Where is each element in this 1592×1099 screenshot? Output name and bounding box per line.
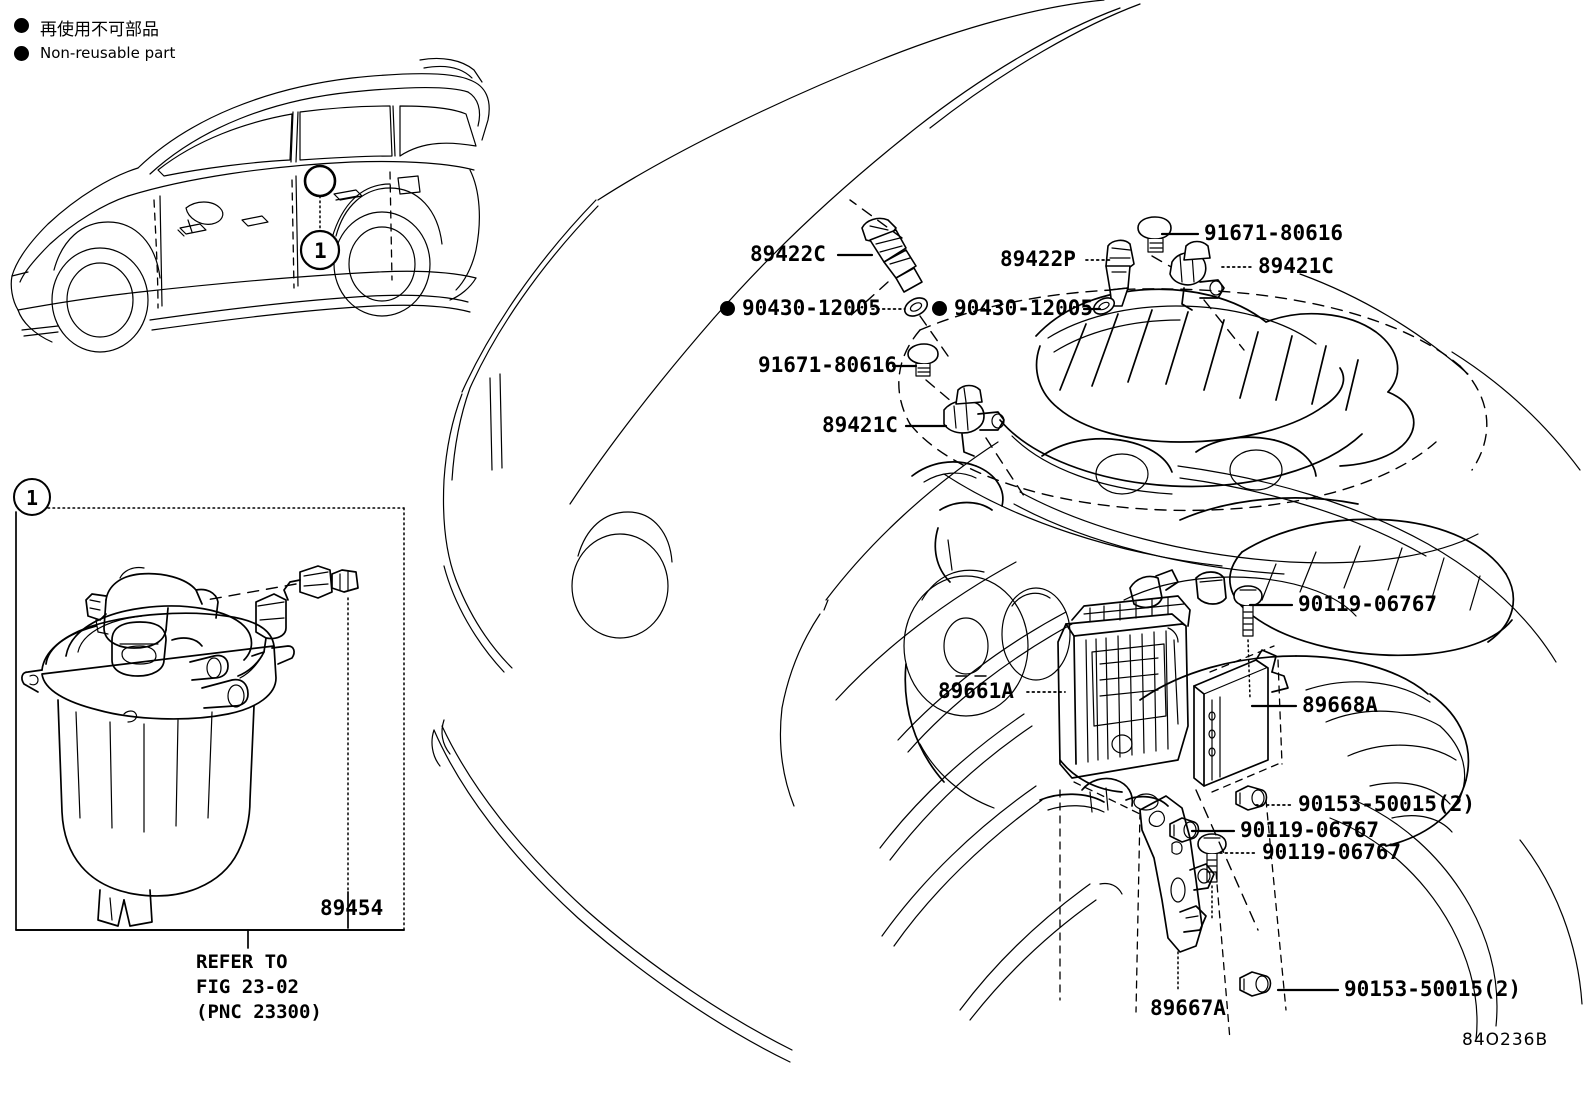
inset-part-number[interactable]: 89454 [320,896,384,920]
legend-english: Non-reusable part [40,44,176,62]
part-number-90153500152[interactable]: 90153-50015(2) [1344,977,1522,1001]
part-number-9011906767[interactable]: 90119-06767 [1240,818,1380,842]
part-number-89422C[interactable]: 89422C [750,242,826,266]
inset-refer-line-3: (PNC 23300) [196,1001,322,1023]
part-number-90153500152[interactable]: 90153-50015(2) [1298,792,1476,816]
inset-refer-line-2: FIG 23-02 [196,976,299,998]
inset-refer-line-1: REFER TO [196,951,288,973]
inset-badge-number[interactable]: 1 [26,486,39,510]
non-reusable-bullet-icon [932,301,947,316]
figure-code: 84O236B [1462,1030,1549,1050]
part-number-89668A[interactable]: 89668A [1302,693,1378,717]
vehicle-thumbnail-art [10,57,490,353]
part-number-9167180616[interactable]: 91671-80616 [1204,221,1344,245]
legend-bullet-en [14,46,29,61]
legend-bullet-jp [14,18,29,33]
ecu-modules-art [955,585,1289,1041]
part-number-89421C[interactable]: 89421C [822,413,898,437]
non-reusable-bullet-icon [720,301,735,316]
vehicle-callout-number[interactable]: 1 [314,239,327,263]
part-number-89667A[interactable]: 89667A [1150,996,1226,1020]
part-number-9043012005[interactable]: 90430-12005 [742,296,882,320]
engine-assembly-art [847,199,1515,847]
part-number-89661A[interactable]: 89661A [938,679,1014,703]
part-number-89421C[interactable]: 89421C [1258,254,1334,278]
vehicle-body-outline [431,0,1583,1063]
part-number-9011906767[interactable]: 90119-06767 [1298,592,1438,616]
part-number-89422P[interactable]: 89422P [1000,247,1076,271]
part-number-9043012005[interactable]: 90430-12005 [954,296,1094,320]
fuel-filter-assembly-art [21,565,359,929]
part-number-9167180616[interactable]: 91671-80616 [758,353,898,377]
legend-japanese: 再使用不可部品 [40,20,159,40]
part-number-9011906767[interactable]: 90119-06767 [1262,840,1402,864]
inset-panel-frame [13,478,405,949]
